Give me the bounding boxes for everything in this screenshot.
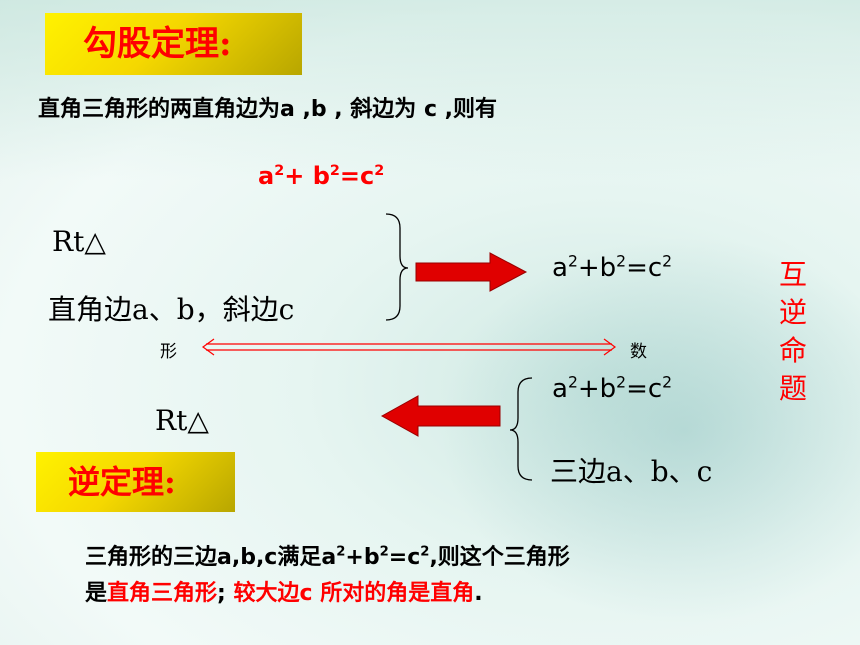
legs-hypotenuse-label: 直角边a、b，斜边c	[48, 293, 295, 326]
eq1-a: a	[552, 253, 568, 283]
formula-b: b	[312, 162, 330, 190]
conclusion-part-2: +b	[345, 545, 380, 570]
conclusion-period: .	[474, 581, 483, 606]
formula-exp-b: 2	[329, 163, 340, 179]
conclusion-part-3: =c	[388, 545, 421, 570]
mutual-char-3: 命	[778, 334, 807, 367]
water-splash-decoration	[420, 220, 860, 640]
mutual-char-4: 题	[778, 372, 807, 405]
formula-plus: +	[284, 162, 313, 190]
eq2-exp-c: 2	[662, 373, 673, 392]
conclusion-exp-a: 2	[336, 544, 346, 560]
number-label: 数	[630, 342, 647, 362]
conclusion-exp-c: 2	[420, 544, 430, 560]
conclusion-exp-b: 2	[379, 544, 389, 560]
eq2-exp-b: 2	[616, 373, 627, 392]
formula-eq: =	[339, 162, 360, 190]
eq1-exp-b: 2	[616, 252, 627, 271]
mutual-converse-label: 互 逆 命 题	[776, 256, 810, 408]
formula-c: c	[360, 162, 375, 190]
converse-conclusion: 三角形的三边a,b,c满足a2+b2=c2,则这个三角形 是直角三角形; 较大边…	[85, 540, 805, 612]
conclusion-part-4: ,则这个三角形	[429, 545, 570, 570]
right-triangle-label: Rt△	[52, 225, 106, 258]
converse-title-tag: 逆定理:	[36, 452, 235, 512]
mutual-char-1: 互	[778, 258, 807, 291]
formula-exp-c: 2	[374, 163, 385, 179]
eq2-b: +b	[577, 374, 617, 404]
right-arrow	[415, 252, 528, 292]
three-sides-label: 三边a、b、c	[550, 455, 713, 488]
shape-label: 形	[160, 342, 177, 362]
eq1-exp-c: 2	[662, 252, 673, 271]
theorem-title-tag: 勾股定理:	[45, 13, 302, 75]
mutual-char-2: 逆	[778, 296, 807, 329]
eq2-exp-a: 2	[567, 373, 578, 392]
conclusion-right-triangle: 直角三角形	[107, 581, 218, 606]
eq2-a: a	[552, 374, 568, 404]
left-arrow	[380, 395, 501, 437]
right-brace	[385, 213, 409, 321]
pythagorean-formula: a2+ b2=c2	[258, 162, 384, 190]
theorem-equation: a2+b2=c2	[552, 253, 672, 283]
theorem-statement: 直角三角形的两直角边为a ,b , 斜边为 c ,则有	[38, 97, 498, 122]
converse-right-triangle-label: Rt△	[155, 404, 209, 437]
eq1-exp-a: 2	[567, 252, 578, 271]
eq1-c: =c	[626, 253, 663, 283]
formula-exp-a: 2	[274, 163, 285, 179]
left-brace	[509, 377, 533, 481]
converse-equation: a2+b2=c2	[552, 374, 672, 404]
formula-a: a	[258, 162, 275, 190]
eq2-c: =c	[626, 374, 663, 404]
conclusion-part-5: 是	[85, 581, 108, 606]
conclusion-part-7: ;	[217, 581, 234, 606]
shape-number-double-arrow	[201, 338, 617, 356]
eq1-b: +b	[577, 253, 617, 283]
conclusion-part-1: 三角形的三边a,b,c满足a	[85, 545, 337, 570]
conclusion-larger-side: 较大边c 所对的角是直角	[233, 581, 475, 606]
